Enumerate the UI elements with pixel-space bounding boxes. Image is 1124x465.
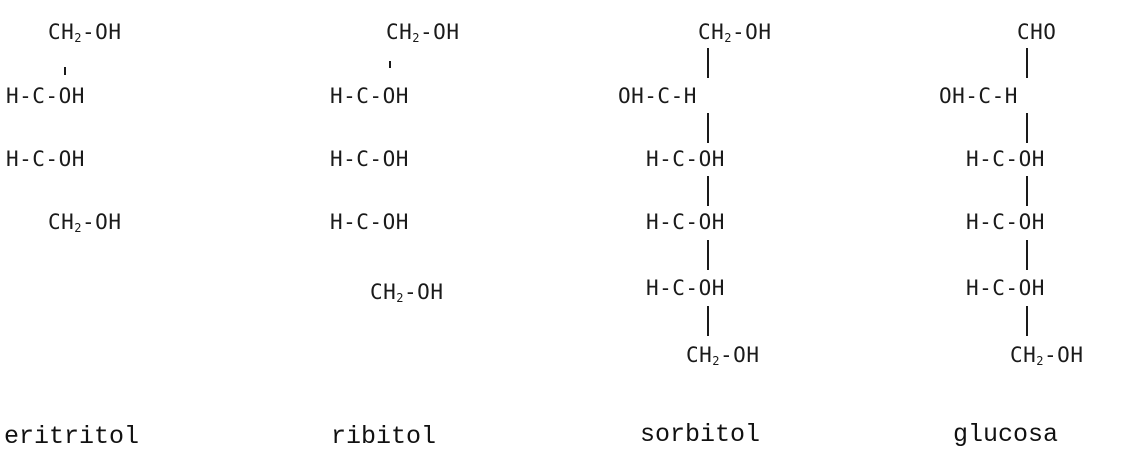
sorbitol-row-4: H-C-OH [646, 210, 725, 234]
glucosa-bond-5 [1026, 306, 1028, 336]
eritritol-label: eritritol [4, 422, 140, 451]
eritritol-bond-1 [64, 67, 66, 75]
ribitol-row-3: H-C-OH [330, 147, 409, 171]
eritritol-row-3: H-C-OH [6, 147, 85, 171]
sorbitol-row-3: H-C-OH [646, 147, 725, 171]
glucosa-bond-4 [1026, 240, 1028, 270]
eritritol-row-4: CH2-OH [48, 210, 122, 235]
eritritol-row-2: H-C-OH [6, 84, 85, 108]
sorbitol-bond-1 [707, 48, 709, 78]
sorbitol-row-2: OH-C-H [618, 84, 697, 108]
ribitol-label: ribitol [331, 422, 437, 451]
glucosa-row-2: OH-C-H [939, 84, 1018, 108]
glucosa-bond-3 [1026, 176, 1028, 206]
glucosa-row-6: CH2-OH [1010, 343, 1084, 368]
glucosa-bond-1 [1026, 48, 1028, 78]
sorbitol-row-5: H-C-OH [646, 276, 725, 300]
ribitol-row-1: CH2-OH [386, 20, 460, 45]
sorbitol-row-6: CH2-OH [686, 343, 760, 368]
glucosa-row-3: H-C-OH [966, 147, 1045, 171]
ribitol-row-5: CH2-OH [370, 280, 444, 305]
glucosa-row-5: H-C-OH [966, 276, 1045, 300]
sorbitol-bond-4 [707, 240, 709, 270]
ribitol-bond-1 [389, 61, 391, 68]
sorbitol-label: sorbitol [640, 420, 761, 449]
sorbitol-bond-5 [707, 306, 709, 336]
ribitol-row-2: H-C-OH [330, 84, 409, 108]
glucosa-label: glucosa [953, 420, 1059, 449]
glucosa-row-1: CHO [1017, 20, 1057, 44]
glucosa-bond-2 [1026, 113, 1028, 143]
ribitol-row-4: H-C-OH [330, 210, 409, 234]
glucosa-row-4: H-C-OH [966, 210, 1045, 234]
eritritol-row-1: CH2-OH [48, 20, 122, 45]
sorbitol-bond-2 [707, 113, 709, 143]
sorbitol-row-1: CH2-OH [698, 20, 772, 45]
sorbitol-bond-3 [707, 176, 709, 206]
